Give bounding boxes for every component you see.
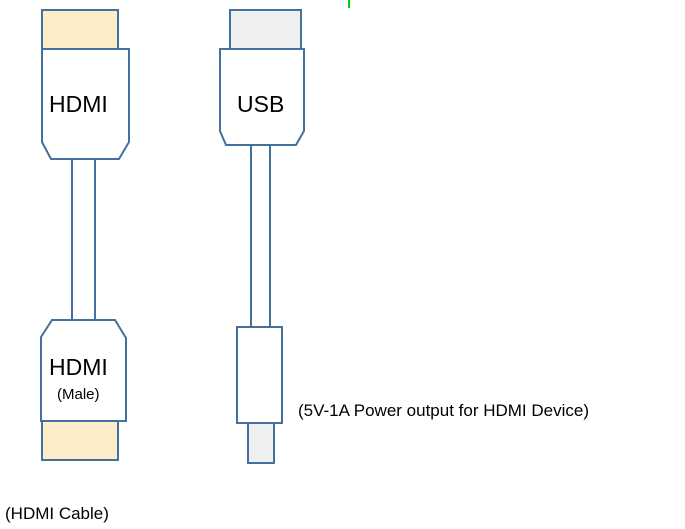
usb-bottom-tip bbox=[247, 422, 275, 464]
usb-top-tip bbox=[229, 9, 302, 50]
hdmi-top-connector bbox=[41, 48, 130, 160]
usb-top-connector bbox=[219, 48, 305, 146]
hdmi-top-label: HDMI bbox=[49, 91, 108, 117]
hdmi-bottom-sublabel: (Male) bbox=[57, 386, 100, 403]
usb-top-label: USB bbox=[237, 91, 285, 117]
hdmi-top-tip bbox=[41, 9, 119, 50]
hdmi-cable bbox=[40, 9, 130, 461]
usb-power-caption: (5V-1A Power output for HDMI Device) bbox=[298, 401, 590, 420]
usb-cable bbox=[219, 9, 305, 464]
usb-bottom-connector bbox=[236, 326, 283, 424]
hdmi-cable-caption: (HDMI Cable) bbox=[5, 504, 109, 523]
hdmi-bottom-tip bbox=[41, 420, 119, 461]
hdmi-bottom-connector bbox=[40, 319, 127, 422]
hdmi-bottom-label: HDMI bbox=[49, 354, 108, 380]
